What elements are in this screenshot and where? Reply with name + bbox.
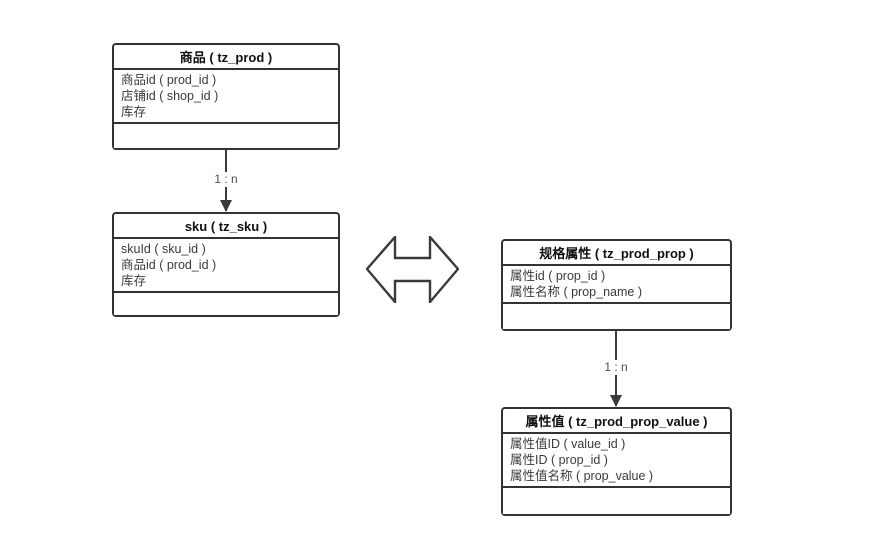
table-empty-section [503,304,730,329]
table-fields-prop-value: 属性值ID ( value_id ) 属性ID ( prop_id ) 属性值名… [503,434,730,488]
field-row: 商品id ( prod_id ) [121,258,217,272]
entity-table-prop-value: 属性值 ( tz_prod_prop_value ) 属性值ID ( value… [501,407,732,516]
table-fields-prod: 商品id ( prod_id ) 店铺id ( shop_id ) 库存 [114,70,338,124]
arrowhead-down-icon [610,395,622,407]
field-row: 属性名称 ( prop_name ) [510,285,642,299]
table-empty-section [114,293,338,315]
cardinality-label: 1 : n [601,360,631,375]
table-title-prod: 商品 ( tz_prod ) [114,45,338,70]
field-row: 属性ID ( prop_id ) [510,453,608,467]
table-empty-section [503,488,730,514]
entity-table-prod: 商品 ( tz_prod ) 商品id ( prod_id ) 店铺id ( s… [112,43,340,150]
table-empty-section [114,124,338,148]
entity-table-sku: sku ( tz_sku ) skuId ( sku_id ) 商品id ( p… [112,212,340,317]
table-fields-sku: skuId ( sku_id ) 商品id ( prod_id ) 库存 [114,239,338,293]
table-title-prop: 规格属性 ( tz_prod_prop ) [503,241,730,266]
connector-prod-sku: 1 : n [211,150,241,212]
field-row: 店铺id ( shop_id ) [121,89,219,103]
cardinality-label: 1 : n [211,172,241,187]
table-title-sku: sku ( tz_sku ) [114,214,338,239]
field-row: 属性值ID ( value_id ) [510,437,626,451]
field-row: 商品id ( prod_id ) [121,73,217,87]
field-row: 属性id ( prop_id ) [510,269,606,283]
connector-prop-propvalue: 1 : n [601,331,631,407]
field-row: 库存 [121,274,147,288]
field-row: 库存 [121,105,147,119]
field-row: 属性值名称 ( prop_value ) [510,469,654,483]
arrowhead-down-icon [220,200,232,212]
field-row: skuId ( sku_id ) [121,242,206,256]
table-fields-prop: 属性id ( prop_id ) 属性名称 ( prop_name ) [503,266,730,304]
table-title-prop-value: 属性值 ( tz_prod_prop_value ) [503,409,730,434]
two-way-arrow-icon [366,236,459,303]
entity-table-prop: 规格属性 ( tz_prod_prop ) 属性id ( prop_id ) 属… [501,239,732,331]
